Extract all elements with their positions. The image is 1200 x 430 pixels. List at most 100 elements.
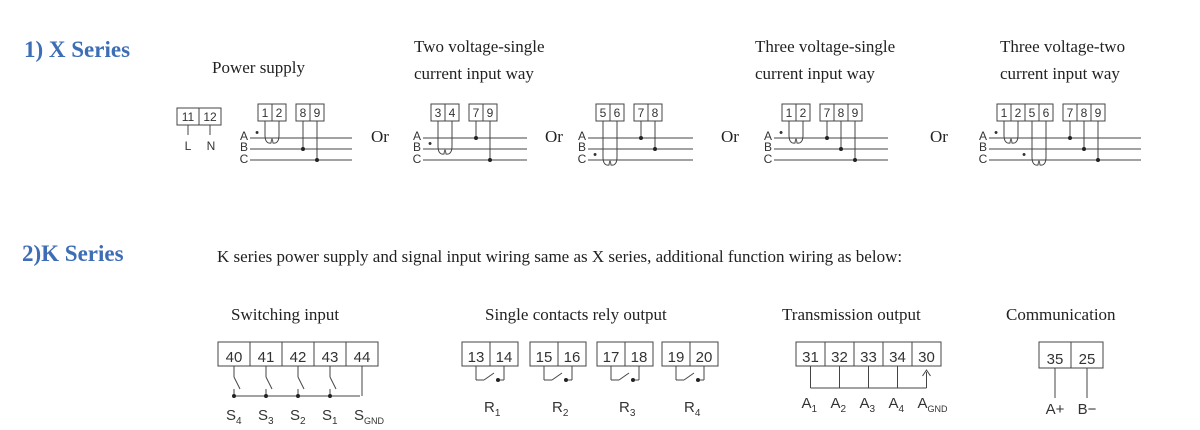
three-voltage-two-title-line1: Three voltage-two [1000, 37, 1125, 56]
terminal-number-15: 15 [536, 349, 553, 366]
power-supply-diagram [176, 107, 222, 135]
switch-label-sgnd: SGND [354, 407, 385, 426]
or-separator-4: Or [930, 127, 948, 146]
phase-label-a: A [240, 129, 248, 143]
phase-label-a: A [578, 129, 586, 143]
terminal-number-40: 40 [226, 349, 243, 366]
junction-dot [564, 378, 568, 382]
label-n: N [207, 139, 216, 153]
polarity-dot: • [779, 127, 783, 139]
label-l: L [185, 139, 192, 153]
switch-label-s2: S2 [290, 407, 306, 427]
or-separator-2: Or [545, 127, 563, 146]
transmission-output-title: Transmission output [782, 305, 921, 324]
terminal-11: 11 [182, 110, 195, 124]
terminal-12: 12 [203, 110, 217, 124]
polarity-dot: • [593, 149, 597, 161]
two-voltage-title-line2: current input way [414, 64, 534, 83]
junction-dot [301, 147, 305, 151]
junction-dot [825, 136, 829, 140]
terminal-number-1: 1 [786, 106, 793, 120]
transmission-label-a4: A4 [889, 395, 905, 415]
terminal-number-35: 35 [1047, 351, 1064, 368]
terminal-number-8: 8 [1081, 106, 1088, 120]
junction-dot [488, 158, 492, 162]
junction-dot [296, 394, 300, 398]
junction-dot [328, 394, 332, 398]
phase-label-b: B [979, 140, 987, 154]
terminal-number-7: 7 [824, 106, 831, 120]
switch-label-s3: S3 [258, 407, 274, 427]
polarity-dot: • [1022, 149, 1026, 161]
terminal-number-1: 1 [1001, 106, 1008, 120]
ct-coil [788, 134, 804, 144]
terminal-number-7: 7 [1067, 106, 1074, 120]
junction-dot [315, 158, 319, 162]
terminal-number-30: 30 [918, 349, 935, 366]
terminal-number-6: 6 [614, 106, 621, 120]
transmission-label-a3: A3 [860, 395, 876, 415]
terminal-number-9: 9 [1095, 106, 1102, 120]
terminal-number-32: 32 [831, 349, 848, 366]
comm-label-a-plus: A+ [1046, 401, 1065, 418]
ct-coil [437, 145, 453, 155]
phase-label-c: C [240, 152, 249, 166]
three-voltage-single-title-line1: Three voltage-single [755, 37, 895, 56]
terminal-number-42: 42 [290, 349, 307, 366]
phase-label-a: A [764, 129, 772, 143]
terminal-number-16: 16 [564, 349, 581, 366]
phase-label-c: C [578, 152, 587, 166]
terminal-number-1: 1 [262, 106, 269, 120]
terminal-number-8: 8 [838, 106, 845, 120]
terminal-number-8: 8 [300, 106, 307, 120]
two-voltage-title-line1: Two voltage-single [414, 37, 545, 56]
junction-dot [631, 378, 635, 382]
relay-label-r1: R1 [484, 399, 501, 419]
polarity-dot: • [428, 138, 432, 150]
terminal-number-5: 5 [1029, 106, 1036, 120]
communication-title: Communication [1006, 305, 1116, 324]
junction-dot [1068, 136, 1072, 140]
terminal-number-9: 9 [852, 106, 859, 120]
relay-label-r2: R2 [552, 399, 569, 419]
terminal-number-9: 9 [487, 106, 494, 120]
phase-label-b: B [764, 140, 772, 154]
junction-dot [474, 136, 478, 140]
terminal-number-14: 14 [496, 349, 513, 366]
terminal-number-2: 2 [276, 106, 283, 120]
junction-dot [1096, 158, 1100, 162]
terminal-number-7: 7 [473, 106, 480, 120]
terminal-number-34: 34 [889, 349, 906, 366]
switch-contact [265, 376, 273, 390]
comm-label-b-minus: B− [1078, 401, 1097, 418]
or-separator-3: Or [721, 127, 739, 146]
ct-coil [1031, 156, 1047, 166]
terminal-number-31: 31 [802, 349, 819, 366]
terminal-number-4: 4 [449, 106, 456, 120]
ct-coil [1003, 134, 1019, 144]
terminal-number-7: 7 [638, 106, 645, 120]
or-separator-1: Or [371, 127, 389, 146]
relay-output-title: Single contacts rely output [485, 305, 667, 324]
terminal-number-3: 3 [435, 106, 442, 120]
k-series-description: K series power supply and signal input w… [217, 247, 902, 266]
relay-label-r3: R3 [619, 399, 636, 419]
polarity-dot: • [994, 127, 998, 139]
terminal-number-43: 43 [322, 349, 339, 366]
phase-label-c: C [979, 152, 988, 166]
phase-label-a: A [413, 129, 421, 143]
ct-coil [602, 156, 618, 166]
k-series-heading: 2)K Series [22, 241, 124, 266]
switching-input-title: Switching input [231, 305, 339, 324]
phase-label-a: A [979, 129, 987, 143]
junction-dot [839, 147, 843, 151]
